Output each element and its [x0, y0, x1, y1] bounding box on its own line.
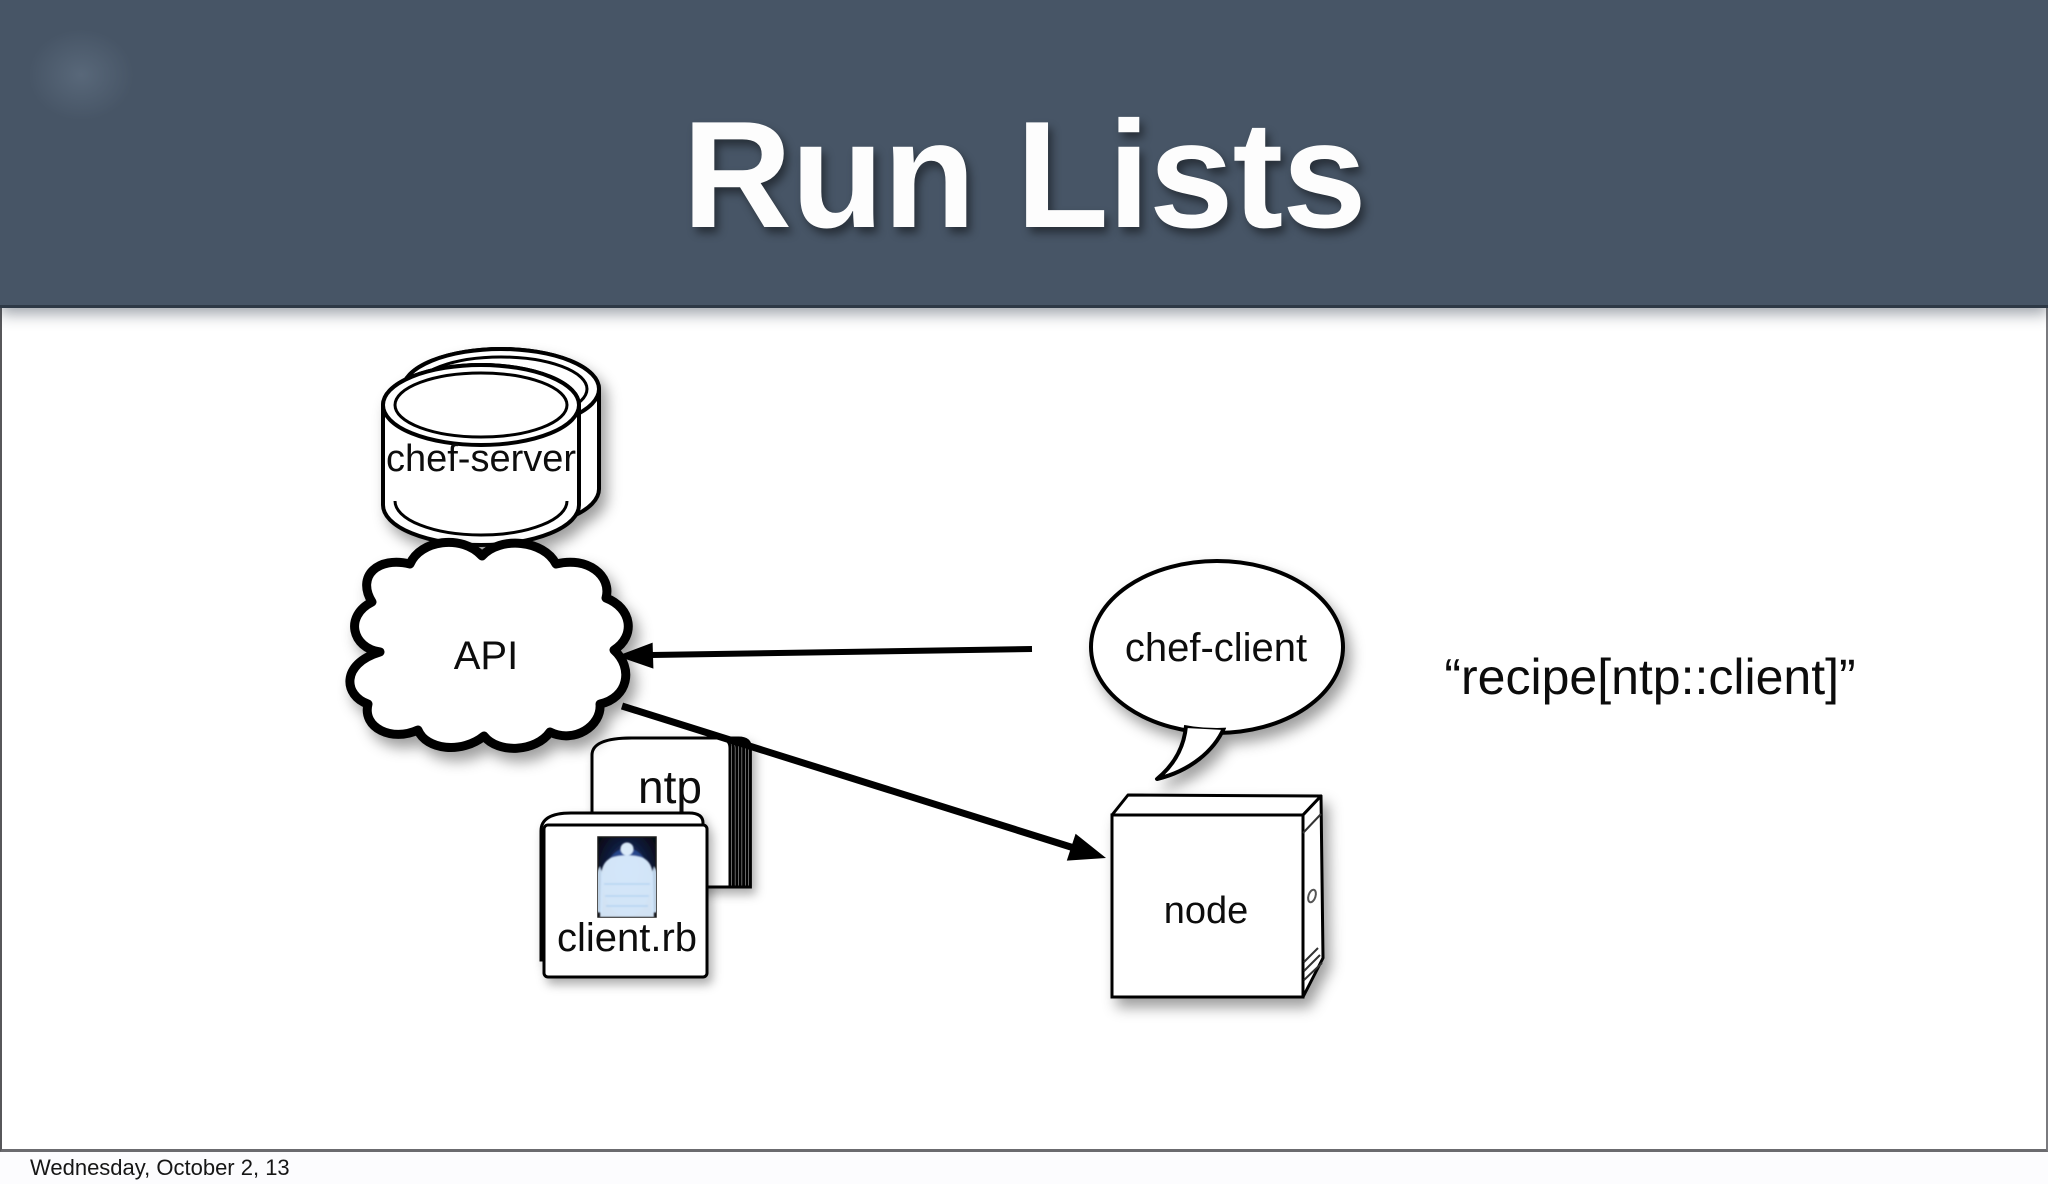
chef-server-label: chef-server: [386, 438, 576, 480]
api-label: API: [454, 634, 518, 678]
page-title: Run Lists: [682, 90, 1366, 260]
speech-bubble-icon: chef-client: [1089, 559, 1345, 781]
arrow-api-to-node: [620, 702, 1106, 861]
chef-client-label: chef-client: [1125, 626, 1307, 670]
arrow-chef-client-to-api: [617, 642, 1033, 669]
footer-date: Wednesday, October 2, 13: [30, 1155, 290, 1180]
slide-canvas: [0, 305, 2048, 1152]
slide-header: Run Lists: [0, 0, 2048, 308]
footer-bar: Wednesday, October 2, 13: [0, 1152, 2048, 1184]
body-scan-image: [597, 836, 657, 918]
vent-lines: [1303, 947, 1323, 981]
run-list-annotation: “recipe[ntp::client]”: [1444, 649, 1855, 705]
database-cylinder-icon: chef-server: [381, 347, 601, 547]
node-label: node: [1164, 890, 1249, 932]
diagram-svg: chef-server ntp client.rb: [345, 347, 1856, 999]
cloud-icon: API: [345, 537, 633, 753]
document-icon: client.rb: [539, 811, 709, 979]
ntp-label: ntp: [638, 761, 702, 813]
power-button-icon: [1307, 888, 1317, 904]
client-rb-label: client.rb: [557, 916, 697, 960]
server-box-icon: node: [1110, 793, 1325, 999]
